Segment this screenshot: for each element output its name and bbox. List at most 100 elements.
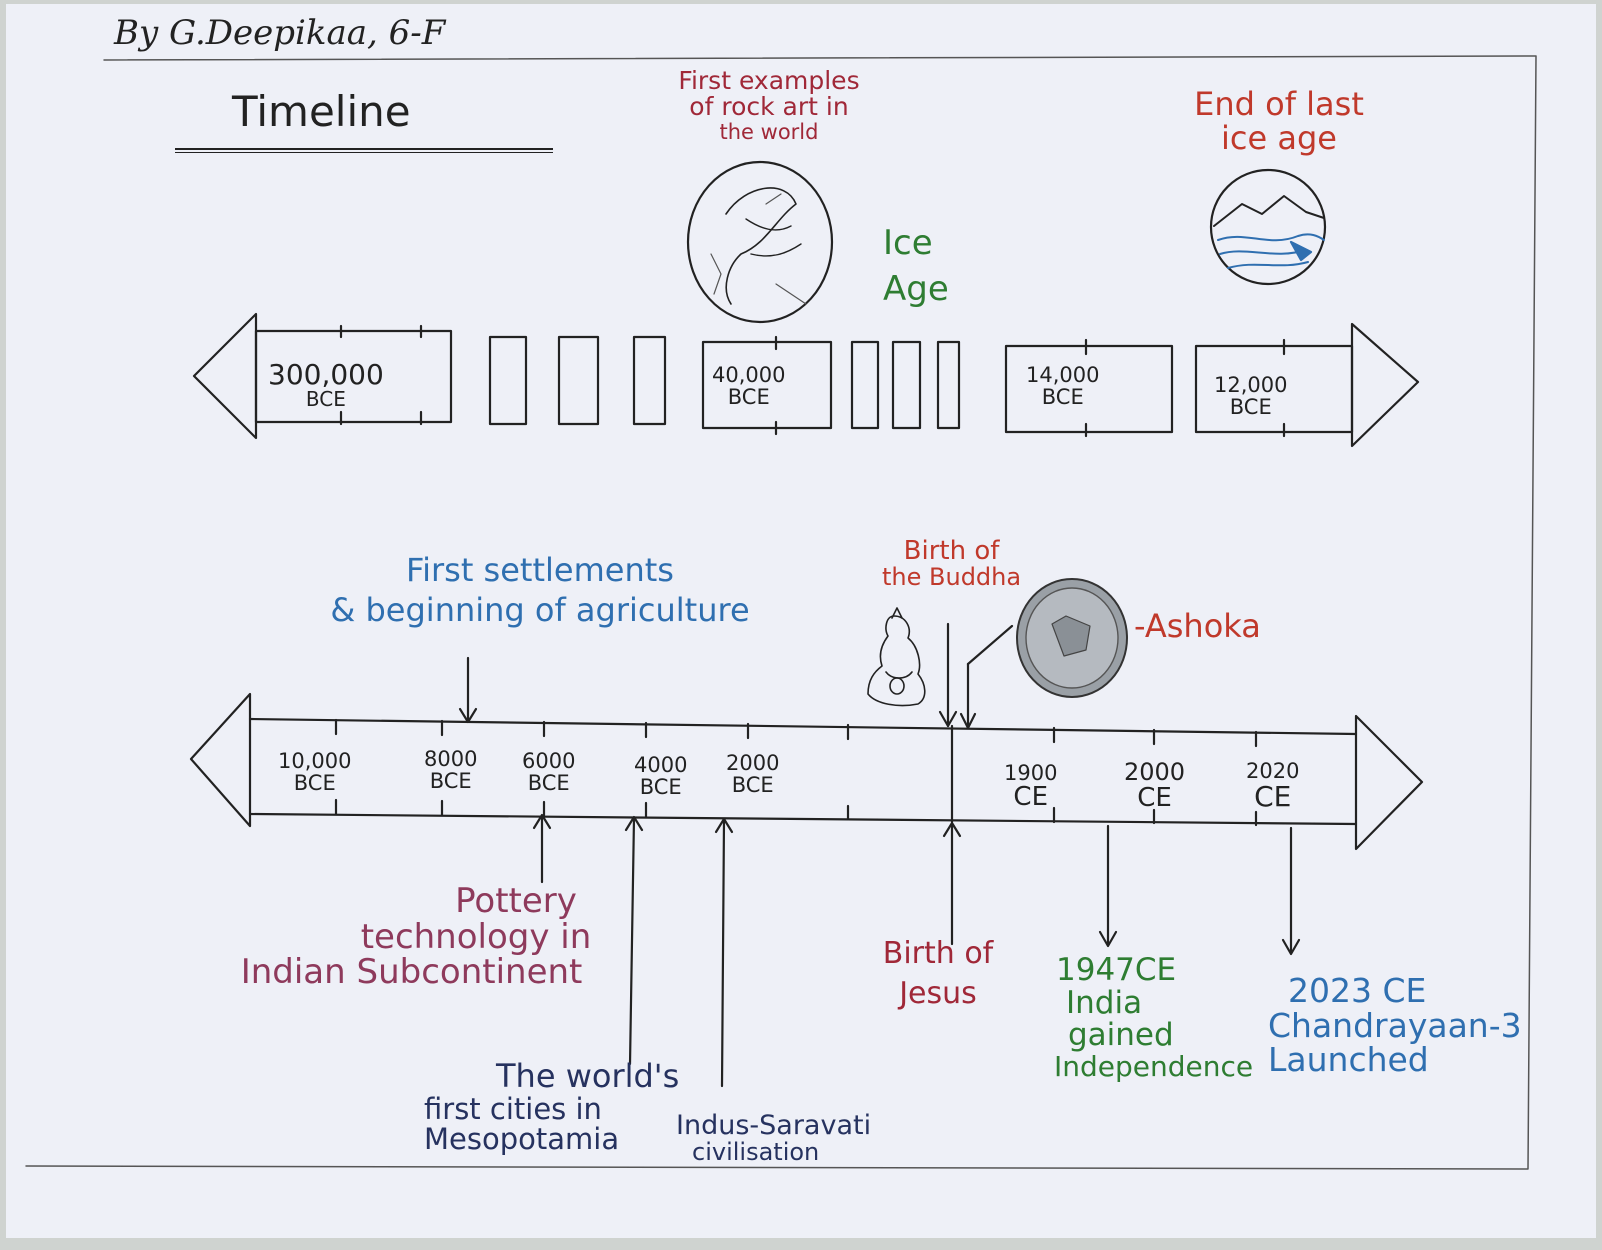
label-line: 2020: [1246, 759, 1300, 783]
label-line: BCE: [305, 387, 346, 412]
pottery-label: Pottery technology in Indian Subcontinen…: [240, 881, 592, 993]
top-gap-box-5: [891, 340, 922, 430]
top-gap-box-2: [557, 335, 600, 426]
tick-label-6000-bce: 6000 BCE: [522, 750, 575, 794]
chandrayaan-line-2: Chandrayaan-3: [1268, 1005, 1522, 1045]
tick-label-2020-ce: 2020 CE: [1246, 760, 1299, 811]
label-line: BCE: [429, 769, 472, 794]
independence-arrow: [1098, 824, 1118, 948]
label-line: CE: [1013, 782, 1049, 813]
ice-age-label: Ice Age: [883, 223, 949, 307]
tick-label-1900-ce: 1900 CE: [1004, 762, 1057, 811]
jesus-line-2: Jesus: [899, 975, 977, 1011]
label-line: BCE: [639, 775, 682, 800]
top-box-label-40000: 40,000 BCE: [712, 364, 785, 408]
top-gap-box-3: [632, 335, 667, 426]
cities-arrow: [624, 815, 644, 1066]
top-box-300000: [254, 329, 453, 424]
label-line: 2000: [726, 751, 780, 775]
buddha-line-1: Birth of: [903, 536, 1000, 566]
buddha-label: Birth of the Buddha: [882, 536, 1022, 592]
jesus-arrow: [942, 821, 962, 946]
top-right-arrowhead: [1350, 322, 1420, 448]
top-box-label-14000: 14,000 BCE: [1026, 364, 1099, 408]
chandrayaan-label: 2023 CE Chandrayaan-3 Launched: [1268, 971, 1522, 1080]
label-line: BCE: [727, 385, 770, 410]
independence-line-2: India: [1066, 984, 1143, 1021]
bottom-axis-top: [248, 717, 1358, 736]
rock-art-line-2: of rock art in: [689, 92, 849, 122]
label-line: BCE: [731, 773, 774, 798]
top-gap-box-1: [488, 335, 528, 426]
chandrayaan-arrow: [1281, 826, 1301, 956]
settlements-label: First settlements & beginning of agricul…: [330, 551, 750, 629]
buddha-arrow: [938, 622, 958, 728]
ashoka-arrow: [959, 624, 1014, 730]
ashoka-label: -Ashoka: [1134, 607, 1261, 645]
label-line: BCE: [1041, 385, 1084, 410]
end-ice-age-line-1: End of last: [1194, 85, 1364, 123]
top-box-40000: [701, 340, 833, 430]
tick-label-2000-bce: 2000 BCE: [726, 752, 779, 796]
end-ice-age-line-2: ice age: [1221, 118, 1337, 157]
cities-line-2: first cities in: [424, 1091, 602, 1126]
cities-line-1: The world's: [496, 1057, 680, 1095]
label-line: BCE: [1229, 395, 1272, 420]
jesus-label: Birth of Jesus: [883, 938, 993, 1009]
page-border: [25, 55, 1537, 1170]
pottery-arrow: [532, 813, 552, 884]
rock-art-circle-icon: [686, 160, 834, 324]
independence-line-1: 1947CE: [1056, 952, 1177, 988]
label-line: 2000: [1124, 758, 1186, 786]
ashoka-coin-icon: [1016, 578, 1128, 698]
settlements-line-2: & beginning of agriculture: [330, 590, 750, 629]
tick-label-8000-bce: 8000 BCE: [424, 748, 477, 792]
bottom-axis-bottom: [248, 812, 1358, 826]
label-line: CE: [1254, 780, 1292, 814]
top-gap-box-4: [850, 340, 880, 430]
buddha-figure-icon: [867, 607, 926, 707]
indus-label: Indus-Saravati civilisation: [676, 1111, 871, 1167]
title-underline: [175, 148, 553, 153]
indus-line-2: civilisation: [692, 1138, 820, 1167]
jesus-line-1: Birth of: [882, 936, 994, 971]
label-line: 4000: [634, 753, 688, 777]
bottom-right-arrowhead: [1354, 714, 1424, 851]
top-left-arrowhead: [192, 312, 258, 440]
label-line: CE: [1137, 783, 1172, 814]
rock-art-label: First examples of rock art in the world: [678, 66, 860, 144]
top-box-14000: [1004, 344, 1174, 434]
label-line: 12,000: [1214, 373, 1288, 397]
top-box-label-300000: 300,000 BCE: [268, 360, 384, 410]
chandrayaan-line-1: 2023 CE: [1288, 971, 1427, 1010]
label-line: 1900: [1004, 761, 1058, 785]
label-line: 8000: [424, 747, 478, 771]
chandrayaan-line-3: Launched: [1268, 1040, 1429, 1080]
timeline-drawing: [25, 55, 1537, 1170]
page-title: Timeline: [232, 87, 411, 136]
label-line: 40,000: [712, 363, 786, 387]
buddha-line-2: the Buddha: [882, 563, 1022, 592]
pottery-line-3: Indian Subcontinent: [240, 952, 583, 993]
label-line: 300,000: [268, 358, 384, 391]
top-box-label-12000: 12,000 BCE: [1214, 374, 1287, 418]
author-signature: By G.Deepikaa, 6-F: [114, 13, 446, 53]
pottery-line-2: technology in: [360, 916, 592, 957]
label-line: 10,000: [278, 749, 352, 773]
rock-art-line-1: First examples: [678, 66, 860, 95]
cities-label: The world's first cities in Mesopotamia: [424, 1057, 680, 1157]
ice-age-line-1: Ice: [883, 223, 933, 263]
independence-line-3: gained: [1068, 1017, 1174, 1054]
rock-art-line-3: the world: [719, 119, 819, 144]
label-line: BCE: [527, 771, 570, 796]
settlements-arrow: [458, 656, 478, 724]
label-line: BCE: [293, 771, 336, 796]
cities-line-3: Mesopotamia: [424, 1122, 620, 1157]
label-line: 14,000: [1026, 363, 1100, 387]
tick-label-4000-bce: 4000 BCE: [634, 754, 687, 798]
top-gap-box-6: [936, 340, 961, 430]
settlements-line-1: First settlements: [406, 551, 674, 589]
mountain-lake-circle-icon: [1209, 168, 1327, 286]
tick-label-10000-bce: 10,000 BCE: [278, 750, 351, 794]
pottery-line-1: Pottery: [455, 881, 577, 921]
